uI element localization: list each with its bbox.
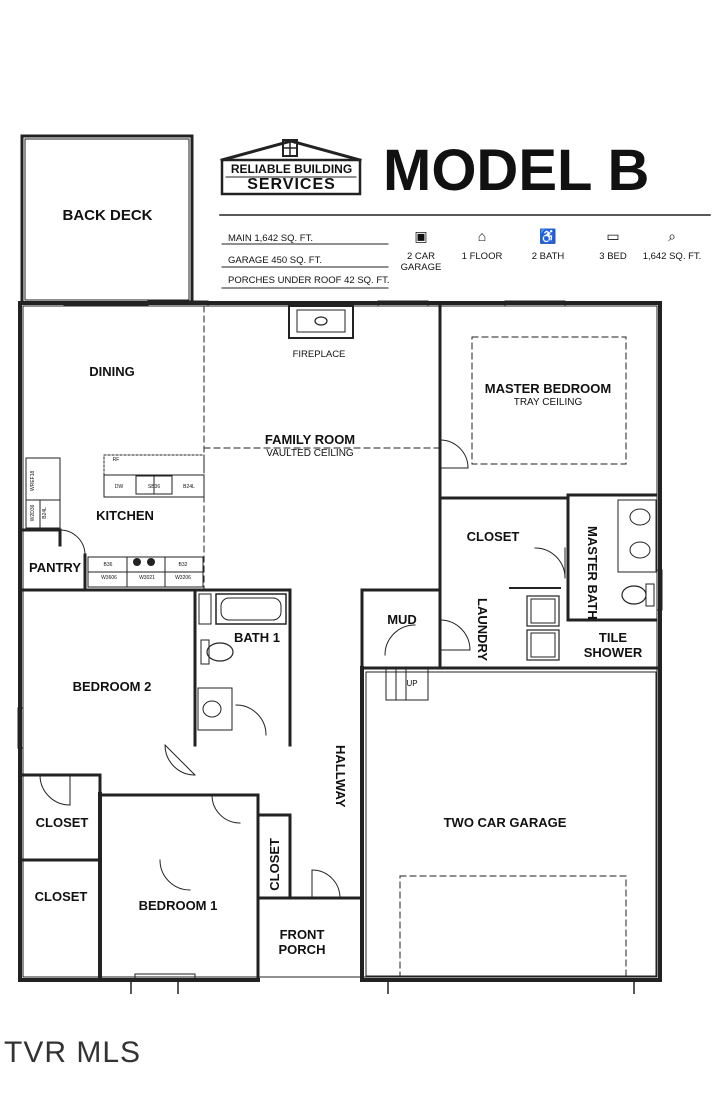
label-closet-left-2: CLOSET (34, 889, 88, 904)
cabinet-tag: B24L (183, 484, 195, 490)
watermark: TVR MLS (4, 1036, 142, 1069)
label-mud: MUD (387, 612, 417, 627)
stat-garage: ▣ 2 CAR GARAGE (396, 228, 446, 274)
label-master-closet: CLOSET (466, 529, 520, 544)
cabinet-tag: RF (112, 457, 120, 463)
label-two-car-garage: TWO CAR GARAGE (443, 815, 567, 830)
toilet-master (621, 585, 647, 605)
stat-bed: ▭ 3 BED (589, 228, 637, 263)
label-kitchen: KITCHEN (96, 508, 154, 523)
cabinet-tag: DW (114, 484, 124, 490)
label-tile-shower: TILE SHOWER (583, 630, 643, 660)
cabinet-tag: B24L (42, 507, 49, 519)
area-icon: ⌕ (668, 228, 676, 244)
cabinet-tag: W3021 (139, 575, 155, 581)
stat-bath: ♿ 2 BATH (524, 228, 572, 263)
cabinet-tag: W3606 (101, 575, 117, 581)
stairs (385, 667, 429, 701)
label-back-deck: BACK DECK (62, 207, 153, 224)
label-hallway: HALLWAY (333, 745, 348, 808)
bathtub (215, 593, 287, 625)
label-master-bath: MASTER BATH (585, 526, 600, 620)
label-front-porch: FRONT PORCH (278, 927, 326, 957)
spec-main: MAIN 1,642 SQ. FT. (228, 233, 313, 244)
dashed-lines (203, 305, 627, 977)
stat-floor: ⌂ 1 FLOOR (458, 228, 506, 263)
cabinet-tag: WREF18 (30, 470, 37, 492)
cabinet-tag: W2D36 (30, 504, 37, 522)
spec-porches: PORCHES UNDER ROOF 42 SQ. FT. (228, 275, 390, 286)
label-dining: DINING (89, 364, 135, 379)
label-master-bedroom: MASTER BEDROOM TRAY CEILING (484, 381, 612, 408)
cabinet-tag: B32 (178, 562, 188, 568)
cabinet-tag: SB36 (147, 484, 161, 490)
house-icon: ⌂ (477, 228, 487, 244)
brand-line1: RELIABLE BUILDING (230, 162, 353, 176)
label-fireplace: FIREPLACE (292, 349, 346, 360)
stat-area: ⌕ 1,642 SQ. FT. (636, 228, 708, 263)
label-bath1: BATH 1 (234, 630, 280, 645)
garage-icon: ▣ (414, 228, 428, 244)
page-title: MODEL B (383, 138, 650, 203)
dryer (526, 629, 560, 661)
door-swings (39, 439, 566, 899)
label-closet-left-1: CLOSET (35, 815, 89, 830)
spec-garage: GARAGE 450 SQ. FT. (228, 255, 322, 266)
label-family-room: FAMILY ROOM VAULTED CEILING (264, 432, 356, 459)
fireplace-shape (288, 305, 354, 339)
exterior-walls (18, 301, 662, 982)
brand-line2: SERVICES (247, 176, 336, 193)
label-pantry: PANTRY (29, 560, 81, 575)
label-laundry: LAUNDRY (475, 598, 490, 662)
cabinet-tag: B36 (103, 562, 113, 568)
windows (17, 300, 663, 980)
interior-walls (18, 304, 658, 982)
label-up: UP (406, 679, 418, 688)
bed-icon: ▭ (606, 228, 620, 244)
label-closet-hall: CLOSET (267, 838, 282, 891)
logo-roof (220, 139, 362, 162)
toilet-bath1 (206, 642, 234, 662)
toilet-icon: ♿ (539, 228, 557, 244)
washer (526, 595, 560, 627)
label-bedroom1: BEDROOM 1 (138, 898, 218, 913)
vanity-bath1 (197, 687, 233, 731)
cabinet-tag: W3206 (175, 575, 191, 581)
label-bedroom2: BEDROOM 2 (72, 679, 152, 694)
